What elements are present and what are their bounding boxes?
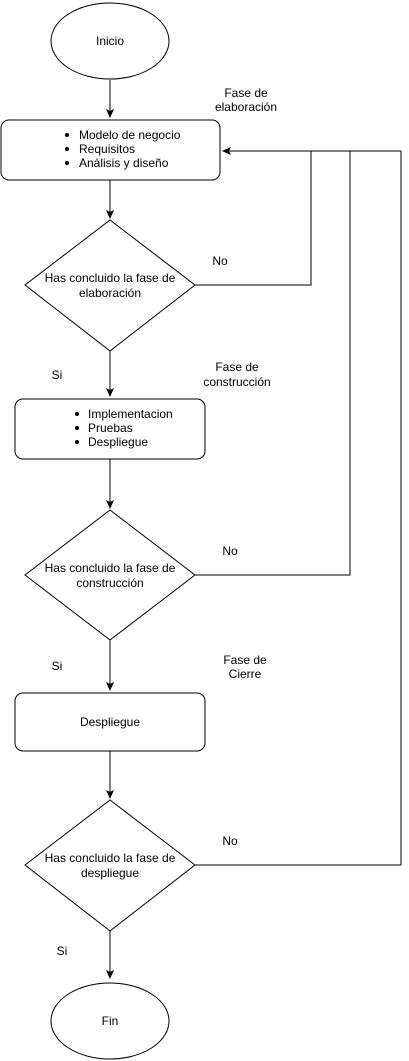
process1-item: Modelo de negocio	[79, 128, 181, 142]
decision1-diamond: Has concluido la fase de elaboración	[24, 219, 196, 352]
bullet-icon	[75, 440, 79, 444]
decision3-diamond: Has concluido la fase de despliegue	[24, 799, 196, 932]
phase3-label-line2: Cierre	[229, 667, 262, 681]
end-node: Fin	[50, 982, 170, 1060]
start-label: Inicio	[96, 34, 124, 48]
end-label: Fin	[102, 1014, 119, 1028]
decision1-line2: elaboración	[79, 286, 141, 300]
bullet-icon	[75, 426, 79, 430]
edge-decision1-no-loop	[195, 151, 312, 286]
process1-box: Modelo de negocio Requisitos Análisis y …	[0, 119, 221, 181]
phase3-label: Fase de Cierre	[223, 653, 267, 681]
decision2-yes-label: Si	[52, 659, 63, 673]
phase1-label-line2: elaboración	[215, 100, 277, 114]
phase2-label-line2: construcción	[203, 375, 270, 389]
process2-item: Despliegue	[88, 435, 148, 449]
phase2-label: Fase de construcción	[203, 360, 270, 389]
phase1-label: Fase de elaboración	[215, 86, 277, 114]
decision1-line1: Has concluido la fase de	[45, 271, 176, 285]
process2-box: Implementacion Pruebas Despliegue	[14, 398, 206, 460]
bullet-icon	[65, 147, 69, 151]
decision2-diamond: Has concluido la fase de construcción	[24, 509, 196, 641]
decision3-line1: Has concluido la fase de	[45, 851, 176, 865]
decision2-no-label: No	[222, 544, 238, 558]
decision2-line1: Has concluido la fase de	[45, 561, 176, 575]
bullet-icon	[65, 161, 69, 165]
process2-item: Pruebas	[88, 421, 133, 435]
process1-item: Análisis y diseño	[79, 156, 169, 170]
decision3-line2: despliegue	[81, 866, 139, 880]
bullet-icon	[65, 133, 69, 137]
phase2-label-line1: Fase de	[215, 360, 259, 374]
process3-label: Despliegue	[80, 715, 140, 729]
decision1-no-label: No	[212, 254, 228, 268]
decision3-yes-label: Si	[57, 944, 68, 958]
start-node: Inicio	[50, 2, 170, 80]
process3-box: Despliegue	[14, 692, 206, 752]
bullet-icon	[75, 412, 79, 416]
process2-item: Implementacion	[88, 407, 173, 421]
edge-decision3-no-loop	[195, 147, 402, 866]
process1-item: Requisitos	[79, 142, 135, 156]
phase1-label-line1: Fase de	[224, 86, 268, 100]
edge-decision2-no-loop	[195, 151, 351, 576]
decision3-no-label: No	[222, 834, 238, 848]
decision2-line2: construcción	[76, 576, 143, 590]
phase3-label-line1: Fase de	[223, 653, 267, 667]
decision1-yes-label: Si	[52, 368, 63, 382]
